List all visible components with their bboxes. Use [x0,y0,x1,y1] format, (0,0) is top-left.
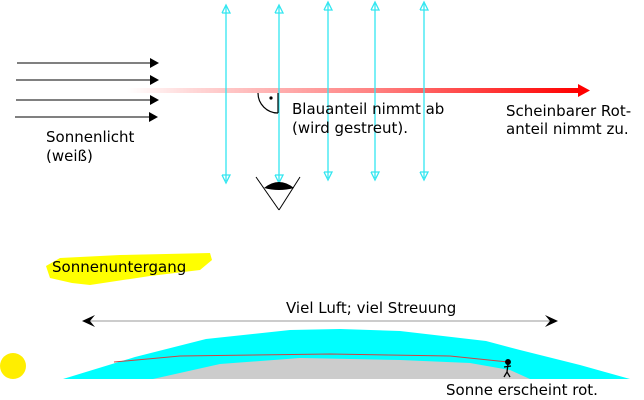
sunlight-label-line1: Sonnenlicht [46,128,135,146]
title-highlight [46,253,212,285]
sun-icon [0,353,26,379]
scatter-arrow-icon [323,0,334,182]
scatter-arrow-icon [370,0,381,182]
sightline [113,353,509,363]
sunlight-label-line2: (weiß) [46,147,93,165]
sunlight-arrows [15,58,159,122]
scatter-label-line2: (wird gestreut). [292,119,408,137]
red-label-line1: Scheinbarer Rot- [506,102,631,120]
scatter-arrow-icon [274,3,285,185]
red-beam-arrowhead-icon [578,84,590,97]
observer-icon [503,359,512,378]
scatter-label-line1: Blauanteil nimmt ab [292,100,444,118]
eye-icon [255,176,301,211]
section-title: Sonnenuntergang [52,258,186,276]
observer-label: Sonne erscheint rot. [446,381,598,399]
path-length-label: Viel Luft; viel Streuung [286,299,456,317]
arrow-left-icon [82,315,95,327]
scatter-arrows [221,0,430,185]
red-label-line2: anteil nimmt zu. [506,120,629,138]
sunlight-arrow-icon [16,95,159,105]
right-angle-icon [257,92,279,114]
scatter-arrow-icon [221,3,232,185]
sunlight-arrow-icon [17,58,159,68]
path-length-arrow [82,315,558,327]
sunlight-arrow-icon [15,112,158,122]
red-beam [127,84,590,97]
scatter-arrow-icon [419,0,430,182]
sunlight-arrow-icon [16,75,159,85]
earth-ground [153,358,530,379]
arrow-right-icon [545,315,558,327]
